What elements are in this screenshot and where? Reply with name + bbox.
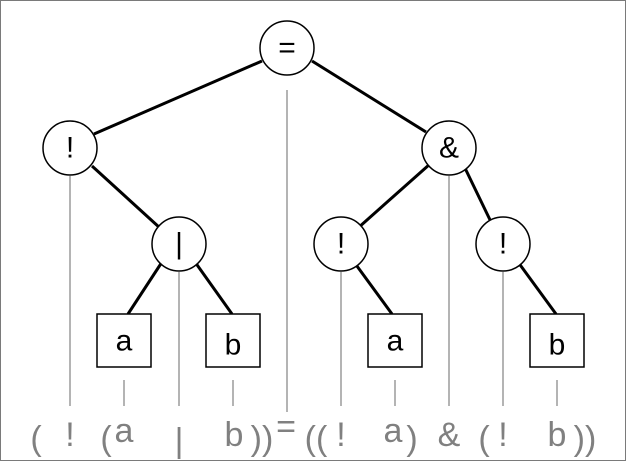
node-and: &: [421, 120, 477, 176]
node-not-b: !: [475, 216, 531, 272]
edge-root-left-not: [93, 59, 263, 136]
expr-token-not: !: [336, 416, 345, 454]
leaf-a-right-label: a: [387, 325, 404, 358]
leaf-b-left-label: b: [225, 329, 242, 362]
guide-lines: [69, 90, 558, 412]
node-left-not: !: [42, 120, 98, 176]
node-root: =: [259, 20, 315, 76]
edge-not-b-leaf-b: [516, 261, 558, 315]
expr-token-not: !: [498, 416, 507, 454]
expr-token-close-parens: )): [574, 420, 597, 458]
expr-token-close-parens: )): [251, 420, 274, 458]
node-not-a-label: !: [337, 228, 345, 261]
expr-token-open-parens: ((: [305, 420, 328, 458]
expr-token-equals: =: [276, 408, 296, 446]
expr-token-b: b: [548, 416, 567, 454]
leaf-a-right: a: [367, 313, 423, 368]
node-and-label: &: [439, 132, 459, 165]
expr-token-open-paren: (: [478, 420, 490, 458]
leaf-a-left-label: a: [116, 325, 133, 358]
leaf-b-right: b: [529, 313, 585, 368]
expression-row: ( ! ( a | b )) = (( ! a ) & ( ! b )): [30, 408, 596, 460]
expr-token-open-paren: (: [100, 420, 112, 458]
expr-token-a: a: [115, 412, 134, 450]
edge-left-not-or: [90, 164, 162, 230]
expr-token-open-paren: (: [30, 420, 42, 458]
expr-token-close-paren: ): [406, 420, 417, 458]
node-left-not-label: !: [66, 132, 74, 165]
edge-not-a-leaf-a: [352, 261, 394, 315]
expr-token-or: |: [175, 422, 184, 460]
node-or-label: |: [175, 228, 183, 261]
edge-root-and: [311, 59, 427, 134]
node-root-label: =: [278, 32, 296, 65]
expr-token-and: &: [438, 416, 461, 454]
node-not-b-label: !: [499, 228, 507, 261]
expr-token-a: a: [384, 412, 403, 450]
edge-and-not-b: [462, 165, 494, 225]
expr-token-b: b: [225, 416, 244, 454]
tree-edges: [90, 59, 558, 315]
edge-and-not-a: [357, 162, 431, 230]
leaf-a-left: a: [96, 313, 152, 368]
edge-or-leaf-a: [126, 261, 164, 315]
leaf-b-right-label: b: [549, 329, 566, 362]
edge-or-leaf-b: [193, 261, 234, 315]
node-not-a: !: [313, 216, 369, 272]
leaf-b-left: b: [205, 313, 261, 368]
expr-token-not: !: [65, 416, 74, 454]
node-or: |: [151, 216, 207, 272]
